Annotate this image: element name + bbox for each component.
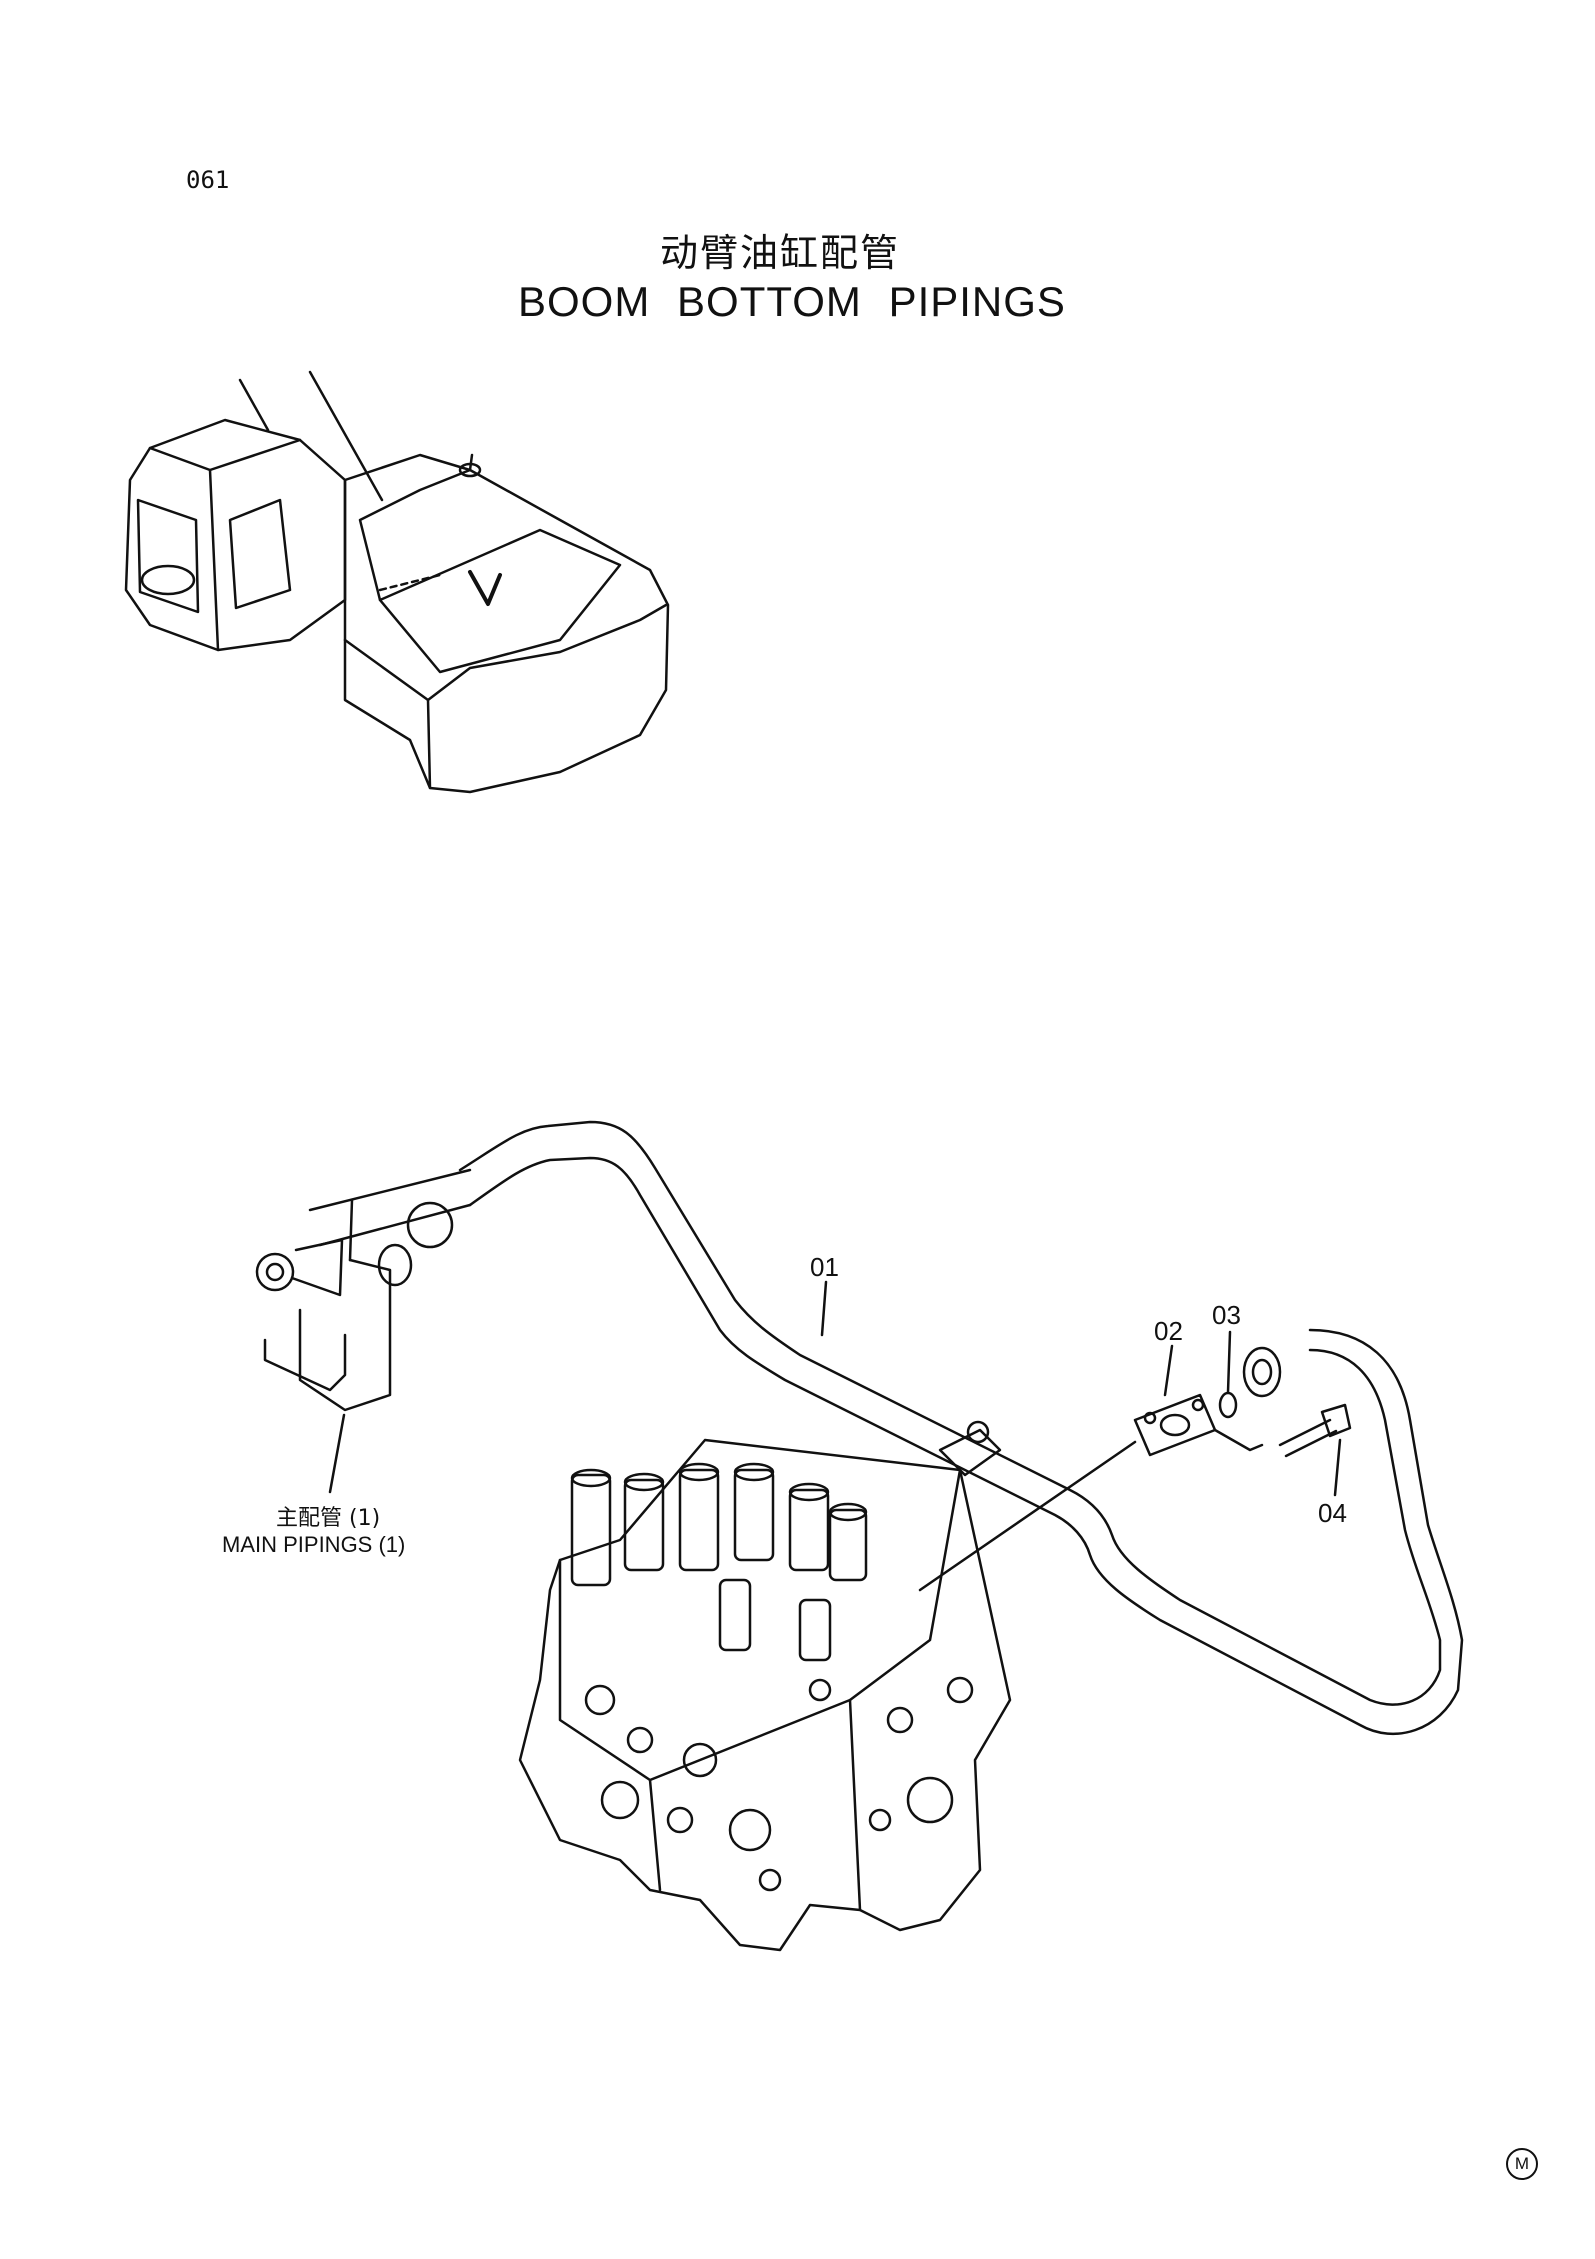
page-title: BOOM BOTTOM PIPINGS	[518, 278, 1066, 325]
boom-pipe-icon	[255, 1120, 1464, 1735]
excavator-overview-icon	[124, 370, 670, 794]
main-pipings-label: MAIN PIPINGS (1)	[222, 1532, 406, 1557]
m-mark-badge: M	[1506, 2148, 1538, 2180]
callout-02: 02	[1154, 1316, 1183, 1346]
callout-03: 03	[1212, 1300, 1241, 1330]
control-valve-icon	[518, 1438, 1012, 1952]
callout-01: 01	[810, 1252, 839, 1282]
page-number: 061	[186, 166, 230, 194]
main-pipings-label-chinese: 主配管 (1)	[276, 1506, 381, 1531]
flange-icon	[1133, 1393, 1217, 1457]
page-title-chinese: 动臂油缸配管	[660, 231, 901, 275]
bolt-icon	[1278, 1403, 1352, 1458]
callout-04: 04	[1318, 1498, 1347, 1528]
o-ring-icon	[1218, 1391, 1238, 1419]
